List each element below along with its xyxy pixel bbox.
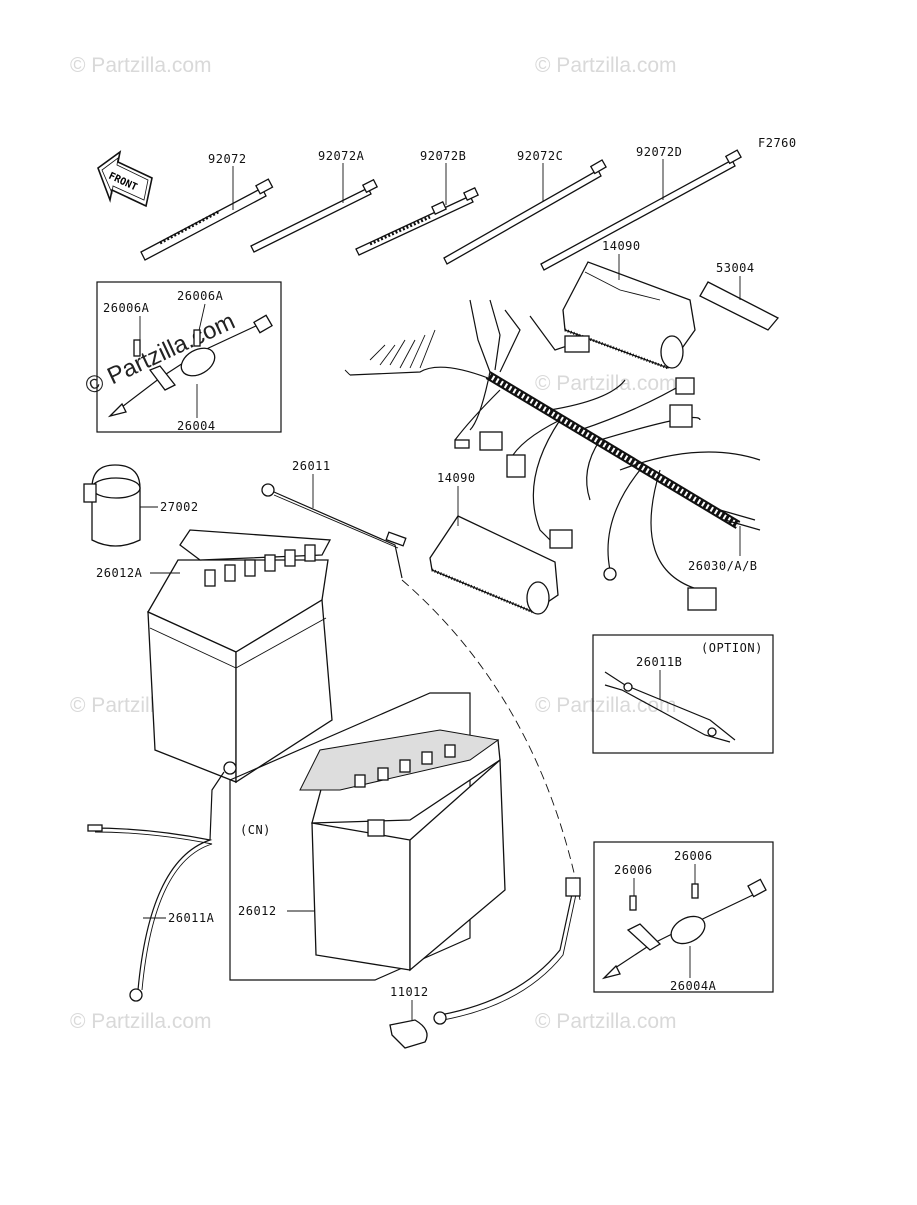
sticker-53004: 53004 xyxy=(699,261,780,331)
label-26004: 26004 xyxy=(177,419,216,433)
label-26030: 26030/A/B xyxy=(688,559,758,573)
option-tag: (OPTION) xyxy=(701,641,763,655)
watermark: © Partzilla.com xyxy=(535,1010,677,1033)
watermark: © Partzilla.com xyxy=(535,372,677,395)
cable-11012-and-cap: 11012 xyxy=(389,877,581,1049)
label-26012: 26012 xyxy=(238,904,277,918)
watermark: © Partzilla.com xyxy=(535,54,677,77)
label-26004A: 26004A xyxy=(670,979,717,993)
label-92072A: 92072A xyxy=(318,149,365,163)
label-26006-2: 26006 xyxy=(674,849,713,863)
label-11012: 11012 xyxy=(390,985,429,999)
fuse-kit-26004-box: 26006A 26006A 26004 xyxy=(96,281,282,433)
label-92072D: 92072D xyxy=(636,145,682,159)
label-92072: 92072 xyxy=(208,152,247,166)
cable-tie-92072: 92072 xyxy=(140,152,274,261)
figure-code: F2760 xyxy=(758,136,797,150)
label-92072B: 92072B xyxy=(420,149,466,163)
battery-26012A: 26012A xyxy=(96,529,333,784)
label-92072C: 92072C xyxy=(517,149,563,163)
label-26006A-2: 26006A xyxy=(177,289,224,303)
wire-harness-26030: 26030/A/B xyxy=(344,299,761,611)
label-26011A: 26011A xyxy=(168,911,215,925)
route-dashed-line xyxy=(401,579,581,901)
cn-tag: (CN) xyxy=(240,823,271,837)
label-26006A-1: 26006A xyxy=(103,301,150,315)
cable-tie-92072B: 92072B xyxy=(355,149,479,256)
cable-26011: 26011 xyxy=(261,459,407,579)
watermark-dark: © Partzilla.com xyxy=(81,308,239,401)
cable-tie-92072D: 92072D xyxy=(540,145,742,271)
label-26006-1: 26006 xyxy=(614,863,653,877)
label-26012A: 26012A xyxy=(96,566,143,580)
cover-14090-bottom: 14090 xyxy=(429,471,559,615)
cable-26011A: 26011A xyxy=(87,761,237,1002)
cn-battery-box: (CN) xyxy=(229,692,471,981)
label-14090-bottom: 14090 xyxy=(437,471,476,485)
fuse-kit-26004A-box: 26006 26006 26004A xyxy=(593,841,774,993)
watermark: © Partzilla.com xyxy=(70,1010,212,1033)
option-box-26011B: (OPTION) 26011B xyxy=(592,634,774,754)
cable-tie-92072C: 92072C xyxy=(443,149,607,265)
label-26011: 26011 xyxy=(292,459,331,473)
label-26011B: 26011B xyxy=(636,655,682,669)
watermark: © Partzilla.com xyxy=(70,54,212,77)
battery-26012: 26012 xyxy=(238,729,506,972)
cable-tie-92072A: 92072A xyxy=(250,149,379,253)
front-arrow-icon: FRONT xyxy=(97,150,153,208)
label-27002: 27002 xyxy=(160,500,199,514)
relay-27002: 27002 xyxy=(83,464,199,547)
label-14090-top: 14090 xyxy=(602,239,641,253)
label-53004: 53004 xyxy=(716,261,755,275)
